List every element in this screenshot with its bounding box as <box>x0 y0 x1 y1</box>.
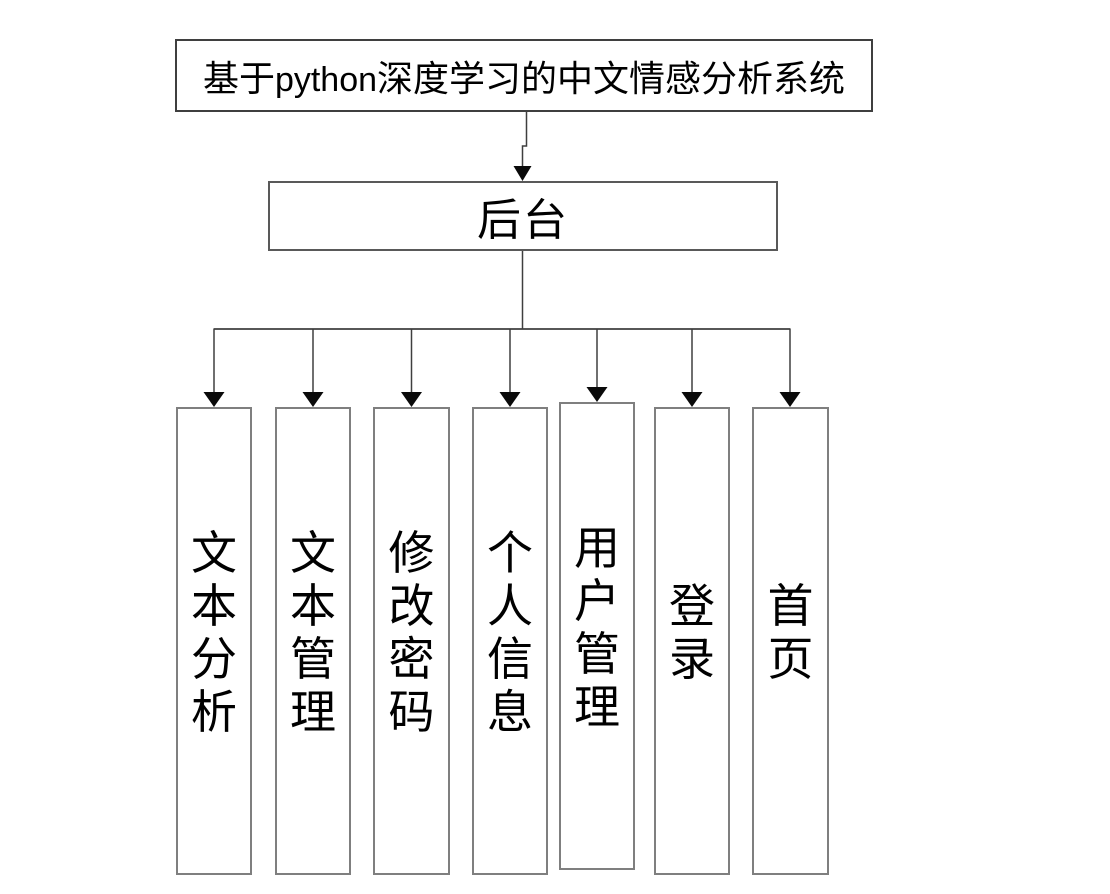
arrowhead-text-analysis <box>203 392 225 407</box>
node-backend: 后台 <box>268 181 778 251</box>
node-change-password: 修改密码 <box>373 407 450 875</box>
title-prefix: 基于 <box>202 58 275 100</box>
node-label: 用户管理 <box>573 521 620 734</box>
connector-title-to-backend <box>521 112 528 167</box>
node-label: 修改密码 <box>388 526 435 739</box>
backend-label: 后台 <box>477 195 569 246</box>
node-label: 个人信息 <box>486 526 533 739</box>
arrowhead-text-management <box>302 392 324 407</box>
system-title-label: 基于python深度学习的中文情感分析系统 <box>203 50 845 102</box>
node-user-management: 用户管理 <box>559 402 635 870</box>
node-label: 首页 <box>767 579 814 686</box>
title-suffix: 深度学习的中文情感分析系统 <box>377 58 846 100</box>
node-label: 文本分析 <box>190 526 237 739</box>
arrowhead-backend <box>513 166 532 181</box>
node-login: 登录 <box>654 407 730 875</box>
arrowhead-home <box>779 392 801 407</box>
title-latin: python <box>274 60 378 99</box>
node-home: 首页 <box>752 407 829 875</box>
arrowhead-login <box>681 392 703 407</box>
node-system-title: 基于python深度学习的中文情感分析系统 <box>175 39 873 112</box>
node-text-management: 文本管理 <box>275 407 351 875</box>
arrowhead-personal-info <box>499 392 521 407</box>
arrowhead-user-management <box>586 387 608 402</box>
node-personal-info: 个人信息 <box>472 407 548 875</box>
arrowhead-change-password <box>401 392 422 407</box>
node-text-analysis: 文本分析 <box>176 407 252 875</box>
node-label: 登录 <box>668 579 715 686</box>
node-label: 文本管理 <box>289 526 336 739</box>
